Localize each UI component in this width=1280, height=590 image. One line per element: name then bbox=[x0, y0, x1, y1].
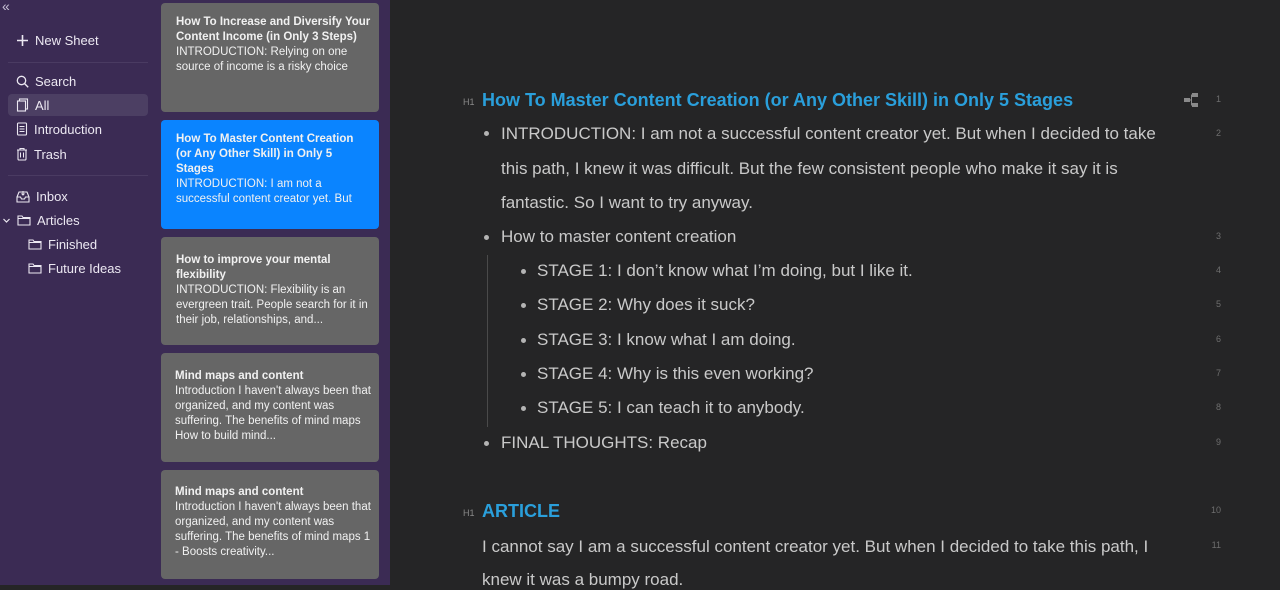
folder-icon bbox=[17, 215, 31, 226]
folder-icon bbox=[28, 263, 42, 274]
new-sheet-label: New Sheet bbox=[35, 32, 99, 48]
sidebar-item-search[interactable]: Search bbox=[8, 70, 148, 92]
sheet-card-selected[interactable]: How To Master Content Creation (or Any O… bbox=[161, 120, 379, 229]
sidebar-item-trash[interactable]: Trash bbox=[8, 143, 148, 165]
collapse-sidebar-icon[interactable]: « bbox=[2, 0, 10, 14]
plus-icon bbox=[17, 34, 28, 46]
line-number: 9 bbox=[1215, 437, 1221, 447]
sidebar-item-label: Articles bbox=[37, 212, 80, 228]
sheet-preview: Introduction I haven't always been that … bbox=[175, 501, 371, 558]
heading-level-tag: H1 bbox=[463, 508, 475, 518]
sheet-title: How to improve your mental flexibility bbox=[176, 254, 331, 281]
bullet bbox=[484, 235, 489, 240]
list-item-text[interactable]: STAGE 3: I know what I am doing. bbox=[537, 330, 796, 349]
sheet-title: How To Master Content Creation (or Any O… bbox=[176, 133, 354, 175]
new-sheet-button[interactable]: New Sheet bbox=[8, 29, 148, 51]
line-number: 4 bbox=[1215, 265, 1221, 275]
paragraph-text[interactable]: INTRODUCTION: I am not a successful cont… bbox=[501, 124, 1156, 143]
line-number: 2 bbox=[1215, 128, 1221, 138]
paragraph-text[interactable]: fantastic. So I want to try anyway. bbox=[501, 193, 753, 212]
line-number: 6 bbox=[1215, 334, 1221, 344]
trash-icon bbox=[17, 147, 27, 161]
sheet-card[interactable]: Mind maps and content Introduction I hav… bbox=[161, 353, 379, 462]
bullet bbox=[521, 269, 526, 274]
bullet bbox=[521, 372, 526, 377]
bullet bbox=[521, 406, 526, 411]
sidebar-divider bbox=[8, 175, 148, 176]
heading-level-tag: H1 bbox=[463, 97, 475, 107]
sheet-card[interactable]: How To Increase and Diversify Your Conte… bbox=[161, 3, 379, 112]
heading-article[interactable]: ARTICLE bbox=[482, 501, 560, 521]
inbox-icon bbox=[16, 190, 30, 203]
list-item-text[interactable]: STAGE 1: I don’t know what I’m doing, bu… bbox=[537, 261, 913, 280]
paragraph-text[interactable]: I cannot say I am a successful content c… bbox=[482, 537, 1149, 556]
sidebar-item-all[interactable]: All bbox=[8, 94, 148, 116]
folder-icon bbox=[28, 239, 42, 250]
list-item-text[interactable]: How to master content creation bbox=[501, 227, 737, 246]
sheet-title: Mind maps and content bbox=[175, 370, 304, 382]
line-number: 8 bbox=[1215, 402, 1221, 412]
list-item-text[interactable]: STAGE 2: Why does it suck? bbox=[537, 295, 755, 314]
paragraph-text[interactable]: knew it was a bumpy road. bbox=[482, 570, 684, 589]
sidebar-item-label: Future Ideas bbox=[48, 260, 121, 276]
sheet-preview: INTRODUCTION: Flexibility is an evergree… bbox=[176, 284, 368, 326]
line-number: 10 bbox=[1210, 505, 1221, 515]
line-number: 11 bbox=[1211, 540, 1221, 550]
list-item-text[interactable]: FINAL THOUGHTS: Recap bbox=[501, 433, 707, 452]
list-item-text[interactable]: STAGE 5: I can teach it to anybody. bbox=[537, 398, 805, 417]
bullet bbox=[484, 131, 489, 136]
sidebar-item-articles[interactable]: Articles bbox=[0, 209, 140, 231]
indent-guide bbox=[487, 255, 488, 427]
sidebar-item-inbox[interactable]: Inbox bbox=[8, 185, 148, 207]
sheet-title: How To Increase and Diversify Your Conte… bbox=[176, 16, 371, 43]
sidebar-item-introduction[interactable]: Introduction bbox=[8, 118, 148, 140]
line-number: 3 bbox=[1215, 231, 1221, 241]
sidebar-item-future-ideas[interactable]: Future Ideas bbox=[20, 257, 148, 279]
search-icon bbox=[16, 75, 29, 88]
sheet-preview: INTRODUCTION: Relying on one source of i… bbox=[176, 46, 348, 73]
sidebar-divider bbox=[8, 62, 148, 63]
line-number: 1 bbox=[1215, 94, 1221, 104]
editor[interactable] bbox=[390, 0, 1280, 585]
sheet-card[interactable]: How to improve your mental flexibility I… bbox=[161, 237, 379, 345]
sidebar-item-label: Trash bbox=[34, 146, 67, 162]
line-number: 7 bbox=[1215, 368, 1221, 378]
sidebar-item-label: Inbox bbox=[36, 188, 68, 204]
sheet-preview: Introduction I haven't always been that … bbox=[175, 385, 371, 442]
sheets-icon bbox=[16, 98, 29, 112]
sheet-title: Mind maps and content bbox=[175, 486, 304, 498]
sidebar-item-label: Search bbox=[35, 73, 77, 89]
sheet-list: How To Increase and Diversify Your Conte… bbox=[155, 0, 390, 585]
chevron-down-icon[interactable] bbox=[2, 216, 11, 225]
outline-structure-icon[interactable] bbox=[1183, 93, 1199, 107]
sheet-card[interactable]: Mind maps and content Introduction I hav… bbox=[161, 470, 379, 579]
bullet bbox=[521, 303, 526, 308]
sidebar-item-label: Introduction bbox=[34, 121, 102, 137]
document-icon bbox=[16, 122, 28, 136]
sidebar-item-finished[interactable]: Finished bbox=[20, 233, 148, 255]
sidebar: « New Sheet Search All Introduction Tras… bbox=[0, 0, 155, 585]
bullet bbox=[521, 338, 526, 343]
sidebar-item-label: Finished bbox=[48, 236, 98, 252]
heading-title[interactable]: How To Master Content Creation (or Any O… bbox=[482, 90, 1074, 110]
sheet-preview: INTRODUCTION: I am not a successful cont… bbox=[176, 178, 352, 205]
bullet bbox=[484, 441, 489, 446]
sidebar-item-label: All bbox=[35, 97, 50, 113]
line-number: 5 bbox=[1215, 299, 1221, 309]
paragraph-text[interactable]: this path, I knew it was difficult. But … bbox=[501, 159, 1118, 178]
list-item-text[interactable]: STAGE 4: Why is this even working? bbox=[537, 364, 814, 383]
